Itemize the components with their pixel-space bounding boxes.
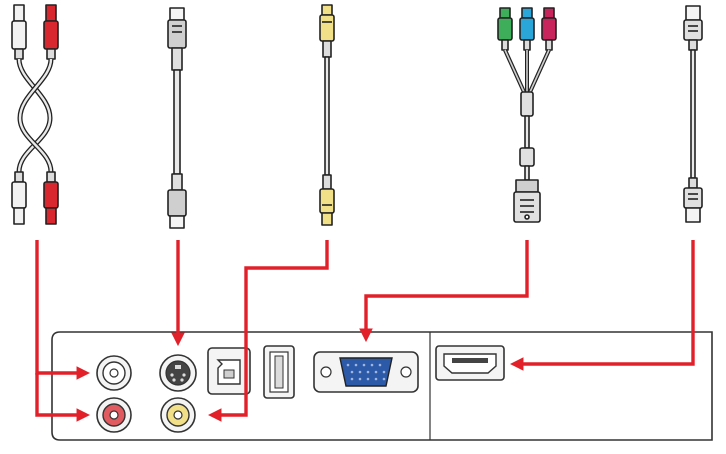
arrow-component-to-vga-port xyxy=(359,240,529,343)
arrow-composite-to-yellow-port xyxy=(207,240,329,422)
usb-a-port-icon xyxy=(263,345,295,399)
hdmi-cable-icon xyxy=(683,5,703,223)
rca-jack-white-icon xyxy=(96,355,132,391)
arrow-audio-to-red-port xyxy=(35,373,91,422)
projector-input-panel xyxy=(51,331,713,441)
rca-stereo-audio-cable-icon xyxy=(11,4,59,225)
rca-jack-red-icon xyxy=(96,397,132,433)
arrow-hdmi-to-port xyxy=(509,240,695,371)
vga-port-icon xyxy=(313,351,419,393)
component-to-vga-cable-icon xyxy=(497,7,557,223)
rca-jack-yellow-icon xyxy=(160,397,196,433)
s-video-cable-icon xyxy=(167,7,187,229)
s-video-jack-icon xyxy=(159,354,197,392)
composite-video-cable-icon xyxy=(319,4,335,226)
usb-b-port-icon xyxy=(207,347,251,395)
hdmi-port-icon xyxy=(435,345,505,381)
connection-arrows xyxy=(35,240,695,422)
